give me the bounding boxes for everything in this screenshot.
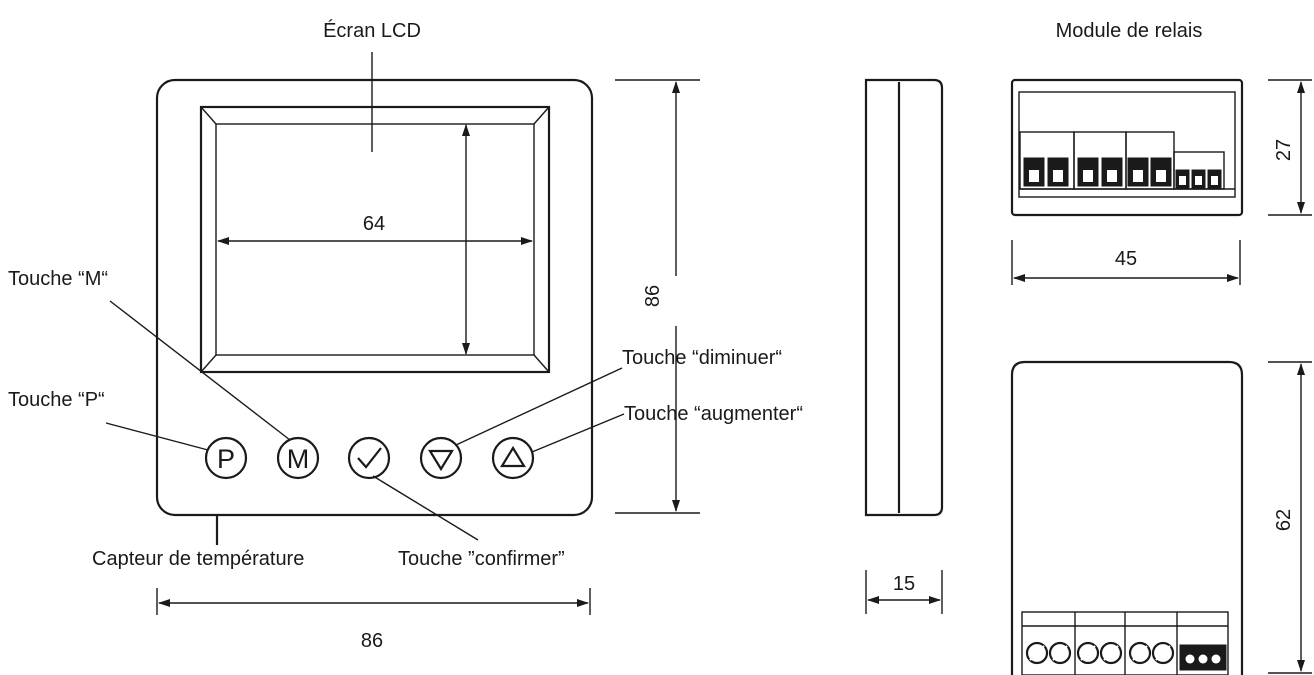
relay-module-top: Module de relais [1010, 20, 1312, 285]
relay-module-side: 62 [1010, 360, 1312, 675]
side-view: 15 [864, 78, 944, 614]
lcd-screen-label: Écran LCD [323, 19, 421, 42]
checkmark-icon [357, 447, 382, 469]
m-key-glyph: M [287, 444, 310, 474]
p-key-glyph: P [217, 444, 235, 474]
relay-top-height-value: 27 [1273, 139, 1295, 161]
key-confirm-label: Touche ”confirmer” [398, 548, 565, 570]
relay-side-height-value: 62 [1273, 509, 1295, 531]
lcd-screen [199, 105, 551, 374]
device-body-front [155, 78, 594, 517]
up-key[interactable] [491, 436, 535, 480]
device-body-side [864, 78, 944, 517]
device-height-value: 86 [642, 285, 664, 307]
relay-side-screws [1025, 641, 1227, 671]
relay-module-label: Module de relais [1056, 20, 1203, 42]
screen-width-value: 64 [363, 213, 385, 235]
triangle-up-icon [500, 445, 526, 468]
temp-sensor-label: Capteur de température [92, 548, 304, 570]
key-p-label: Touche “P“ [8, 389, 105, 411]
relay-top-terminals [1023, 157, 1222, 189]
key-down-label: Touche “diminuer“ [622, 347, 782, 369]
p-key[interactable]: P [204, 436, 248, 480]
key-up-label: Touche “augmenter“ [624, 403, 803, 425]
relay-body-side [1010, 360, 1244, 675]
depth-value: 15 [893, 573, 915, 595]
device-width-value: 86 [361, 630, 383, 652]
key-m-label: Touche “M“ [8, 268, 108, 290]
confirm-key[interactable] [347, 436, 391, 480]
relay-width-value: 45 [1115, 248, 1137, 270]
front-view: Écran LCD 64 P M Touche “M“ [8, 19, 803, 652]
triangle-down-icon [428, 449, 454, 472]
down-key[interactable] [419, 436, 463, 480]
m-key[interactable]: M [276, 436, 320, 480]
